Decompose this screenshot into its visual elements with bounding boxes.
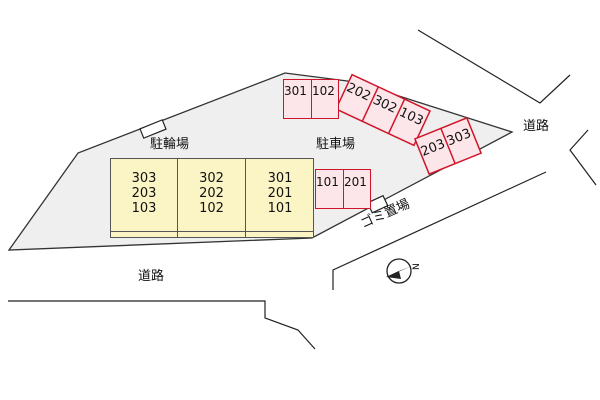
unit-number: 103 (131, 201, 157, 216)
parking-space: 101 (316, 170, 344, 208)
unit-number: 301 (267, 171, 293, 186)
car-parking-label: 駐車場 (316, 137, 356, 152)
parking-space-label: 102 (312, 84, 335, 98)
parking-space: 301 (284, 80, 312, 118)
unit-number: 302 (199, 171, 224, 186)
bicycle-parking-label: 駐輪場 (150, 137, 190, 152)
north-arrow-icon: N (386, 258, 422, 284)
unit-number: 101 (267, 201, 293, 216)
road-edge-lower-right (332, 171, 547, 290)
road-label-left: 道路 (138, 269, 165, 284)
unit-number: 203 (131, 186, 157, 201)
unit-number: 303 (131, 171, 157, 186)
north-label: N (412, 263, 422, 270)
parking-space-label: 301 (284, 84, 307, 98)
parking-space-label: 201 (344, 175, 367, 189)
unit-number: 102 (199, 201, 224, 216)
parking-space: 201 (344, 170, 371, 208)
parking-group-202-302-103: 202 302 103 (335, 73, 431, 147)
building-column: 302 202 102 (178, 171, 245, 216)
parking-group-301-102: 301 102 (283, 79, 339, 119)
parking-space: 102 (312, 80, 339, 118)
building-column: 303 203 103 (111, 171, 177, 216)
apartment-building: 303 203 103 302 202 102 301 201 101 (110, 158, 314, 238)
unit-number: 202 (199, 186, 224, 201)
bicycle-parking-marker (139, 119, 167, 139)
parking-group-101-201: 101 201 (315, 169, 371, 209)
road-label-right: 道路 (523, 119, 550, 134)
road-edge-top-right (417, 29, 571, 104)
road-edge-bottom (8, 300, 316, 350)
road-edge-right (569, 129, 597, 186)
building-column: 301 201 101 (246, 171, 314, 216)
parking-group-203-303: 203 303 (413, 116, 483, 176)
parking-space-label: 101 (316, 175, 339, 189)
unit-number: 201 (267, 186, 293, 201)
